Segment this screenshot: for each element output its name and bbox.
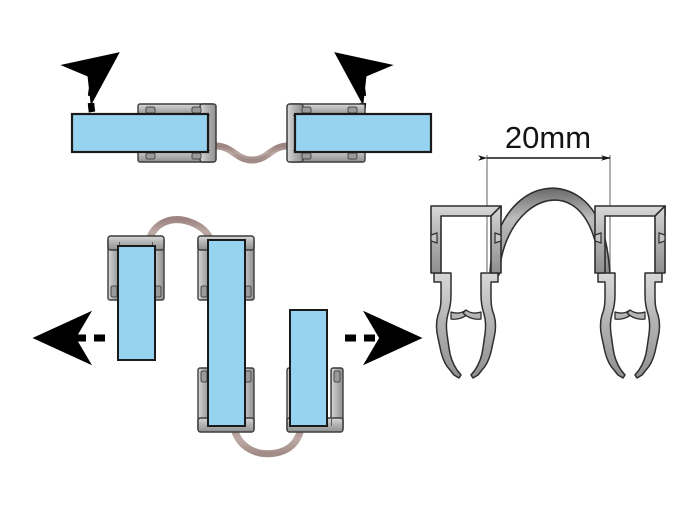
flexible-seal-strip-top bbox=[211, 142, 292, 164]
glass-panel-top-left bbox=[70, 103, 217, 163]
glass-pane bbox=[117, 245, 156, 361]
glass-panel-top-right bbox=[286, 103, 433, 163]
flexible-seal-strip-lower-arch bbox=[229, 420, 306, 458]
glass-panel-bottom-left bbox=[107, 235, 165, 361]
view-bottom-sliding bbox=[32, 216, 423, 458]
glass-pane bbox=[207, 239, 246, 427]
seal-profile-cross-section-left bbox=[430, 205, 502, 379]
curved-dashed-arrow-up-left-icon bbox=[60, 52, 120, 113]
view-cross-section: 20mm bbox=[430, 120, 666, 379]
glass-panel-bottom-right bbox=[286, 309, 344, 433]
seal-profile-cross-section-right bbox=[594, 205, 666, 379]
glass-pane bbox=[289, 309, 328, 427]
glass-panel-bottom-middle bbox=[197, 235, 255, 433]
glass-pane bbox=[70, 112, 210, 154]
glass-pane bbox=[293, 112, 433, 154]
view-top-hinge bbox=[60, 52, 433, 164]
dimension-label-20mm: 20mm bbox=[505, 120, 591, 155]
